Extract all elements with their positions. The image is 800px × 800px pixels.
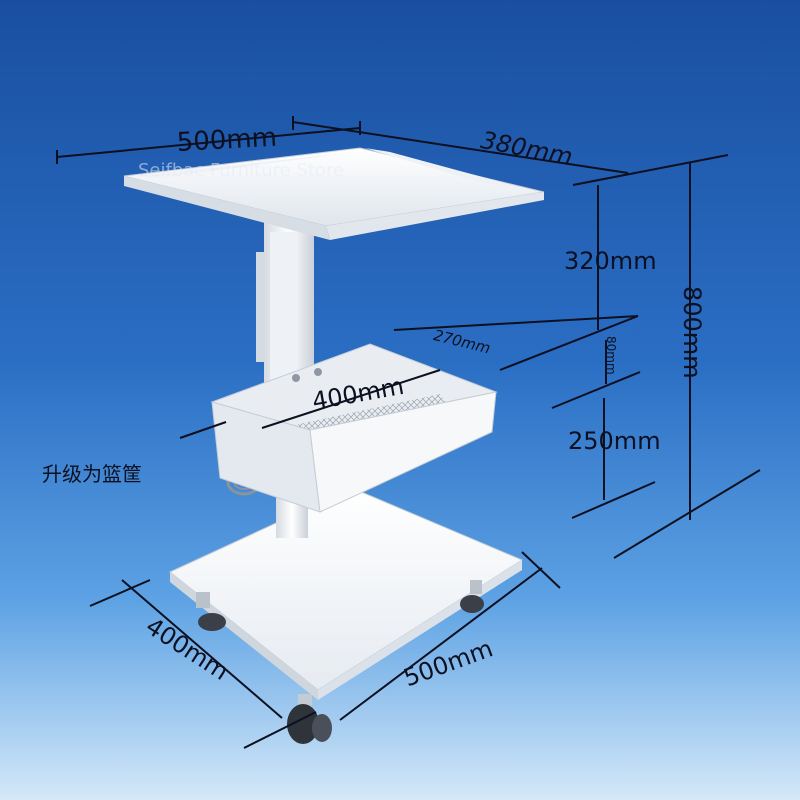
upper-pole xyxy=(256,222,314,392)
basket xyxy=(210,343,498,513)
watermark-text: Seifbac Furniture Store xyxy=(138,160,345,181)
dimension-lower-height: 250mm xyxy=(568,427,661,455)
base-platform xyxy=(169,487,524,700)
dimension-lines xyxy=(56,116,761,749)
dimension-upper-height: 320mm xyxy=(564,247,657,275)
dimension-basket-height: 80mm xyxy=(604,336,618,375)
dimension-total-height: 800mm xyxy=(678,286,706,379)
basket-upgrade-callout: 升级为篮筐 xyxy=(42,462,142,486)
top-tray xyxy=(123,147,545,240)
dimension-top-width: 500mm xyxy=(176,122,278,158)
